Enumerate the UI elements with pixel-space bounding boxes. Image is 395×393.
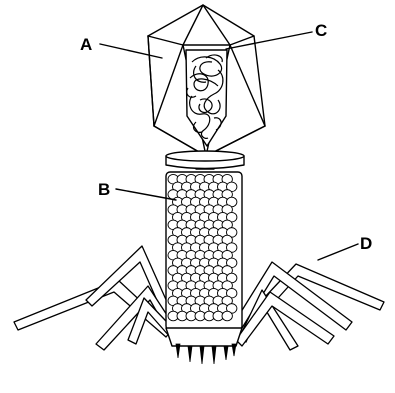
label-b-text: B <box>98 180 110 199</box>
label-c-text: C <box>315 21 327 40</box>
base-plate <box>166 328 242 364</box>
label-a-text: A <box>80 35 92 54</box>
tail-pins <box>176 344 236 364</box>
tail-sheath <box>166 172 242 330</box>
label-d: D <box>318 234 372 260</box>
sheath-subunit <box>222 311 232 321</box>
collar <box>166 151 244 169</box>
capsid-head <box>148 5 265 156</box>
label-d-text: D <box>360 234 372 253</box>
label-b: B <box>98 180 176 200</box>
